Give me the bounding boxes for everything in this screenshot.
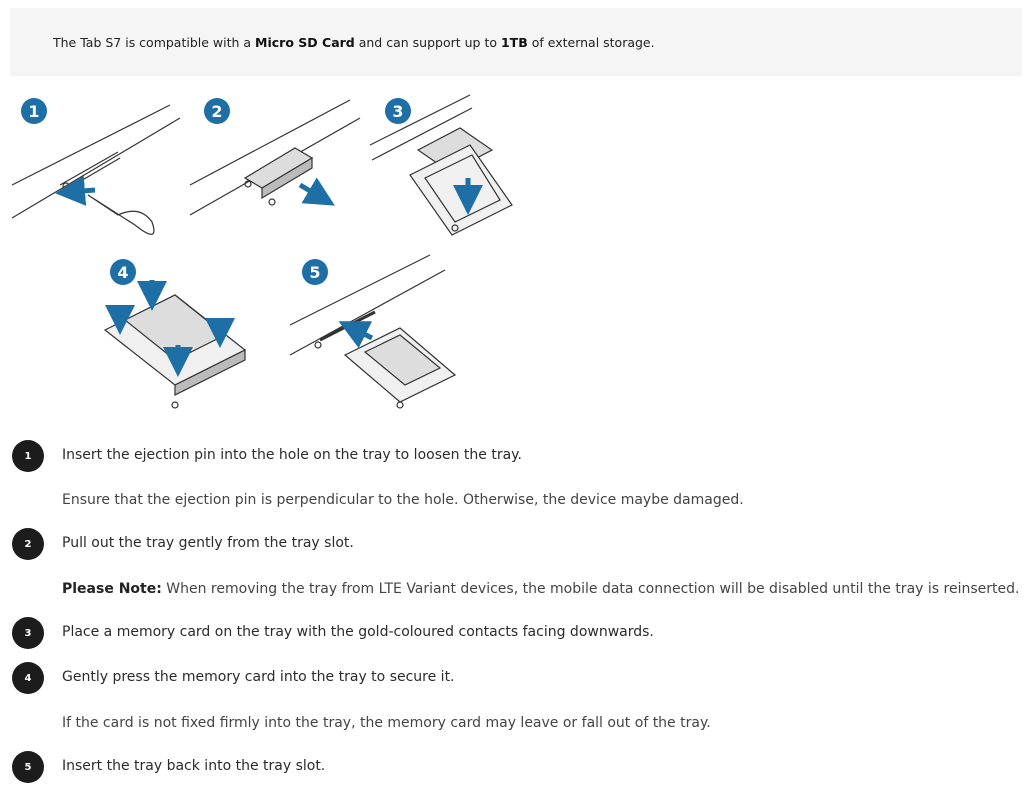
step-1-text: Insert the ejection pin into the hole on… [62, 447, 522, 463]
panel-3-place-card [369, 94, 513, 236]
marker-1: 1 [21, 98, 47, 124]
step-3-badge: 3 [12, 617, 44, 649]
info-prefix: The Tab S7 is compatible with a [53, 35, 256, 50]
step-3-text: Place a memory card on the tray with the… [62, 624, 654, 640]
marker-2: 2 [204, 98, 230, 124]
step-3: 3 Place a memory card on the tray with t… [12, 617, 1012, 649]
marker-3: 3 [385, 98, 411, 124]
marker-4: 4 [110, 259, 136, 285]
step-1-badge: 1 [12, 440, 44, 472]
card-note: If the card is not fixed firmly into the… [62, 715, 711, 731]
panel-1-eject-pin [11, 104, 181, 235]
step-4: 4 Gently press the memory card into the … [12, 662, 1012, 694]
step-4-text: Gently press the memory card into the tr… [62, 669, 455, 685]
marker-5: 5 [302, 259, 328, 285]
step-5-badge: 5 [12, 751, 44, 783]
marker-1-label: 1 [28, 102, 39, 121]
panel-4-press-card [103, 280, 247, 409]
info-suffix: of external storage. [527, 35, 655, 50]
lte-note-text: When removing the tray from LTE Variant … [161, 581, 1020, 597]
step-2: 2 Pull out the tray gently from the tray… [12, 528, 1012, 560]
marker-3-label: 3 [392, 102, 403, 121]
marker-5-label: 5 [309, 263, 320, 282]
info-capacity: 1TB [500, 35, 528, 50]
step-2-badge: 2 [12, 528, 44, 560]
step-4-badge: 4 [12, 662, 44, 694]
step-1: 1 Insert the ejection pin into the hole … [12, 440, 1012, 472]
step-5-text: Insert the tray back into the tray slot. [62, 758, 326, 774]
lte-note-label: Please Note: [62, 581, 162, 597]
sd-card-insertion-illustration: 1 2 3 4 5 [11, 94, 513, 409]
lte-note: Please Note: When removing the tray from… [62, 581, 1019, 597]
info-banner: The Tab S7 is compatible with a Micro SD… [10, 8, 1022, 76]
step-2-text: Pull out the tray gently from the tray s… [62, 535, 354, 551]
marker-4-label: 4 [117, 263, 128, 282]
panel-2-pull-tray [189, 99, 361, 216]
pin-note: Ensure that the ejection pin is perpendi… [62, 492, 744, 508]
step-5: 5 Insert the tray back into the tray slo… [12, 751, 1012, 783]
panel-5-insert-tray [289, 254, 457, 409]
info-middle: and can support up to [354, 35, 501, 50]
info-text: The Tab S7 is compatible with a Micro SD… [53, 35, 655, 50]
marker-2-label: 2 [211, 102, 222, 121]
info-card-type: Micro SD Card [255, 35, 355, 50]
